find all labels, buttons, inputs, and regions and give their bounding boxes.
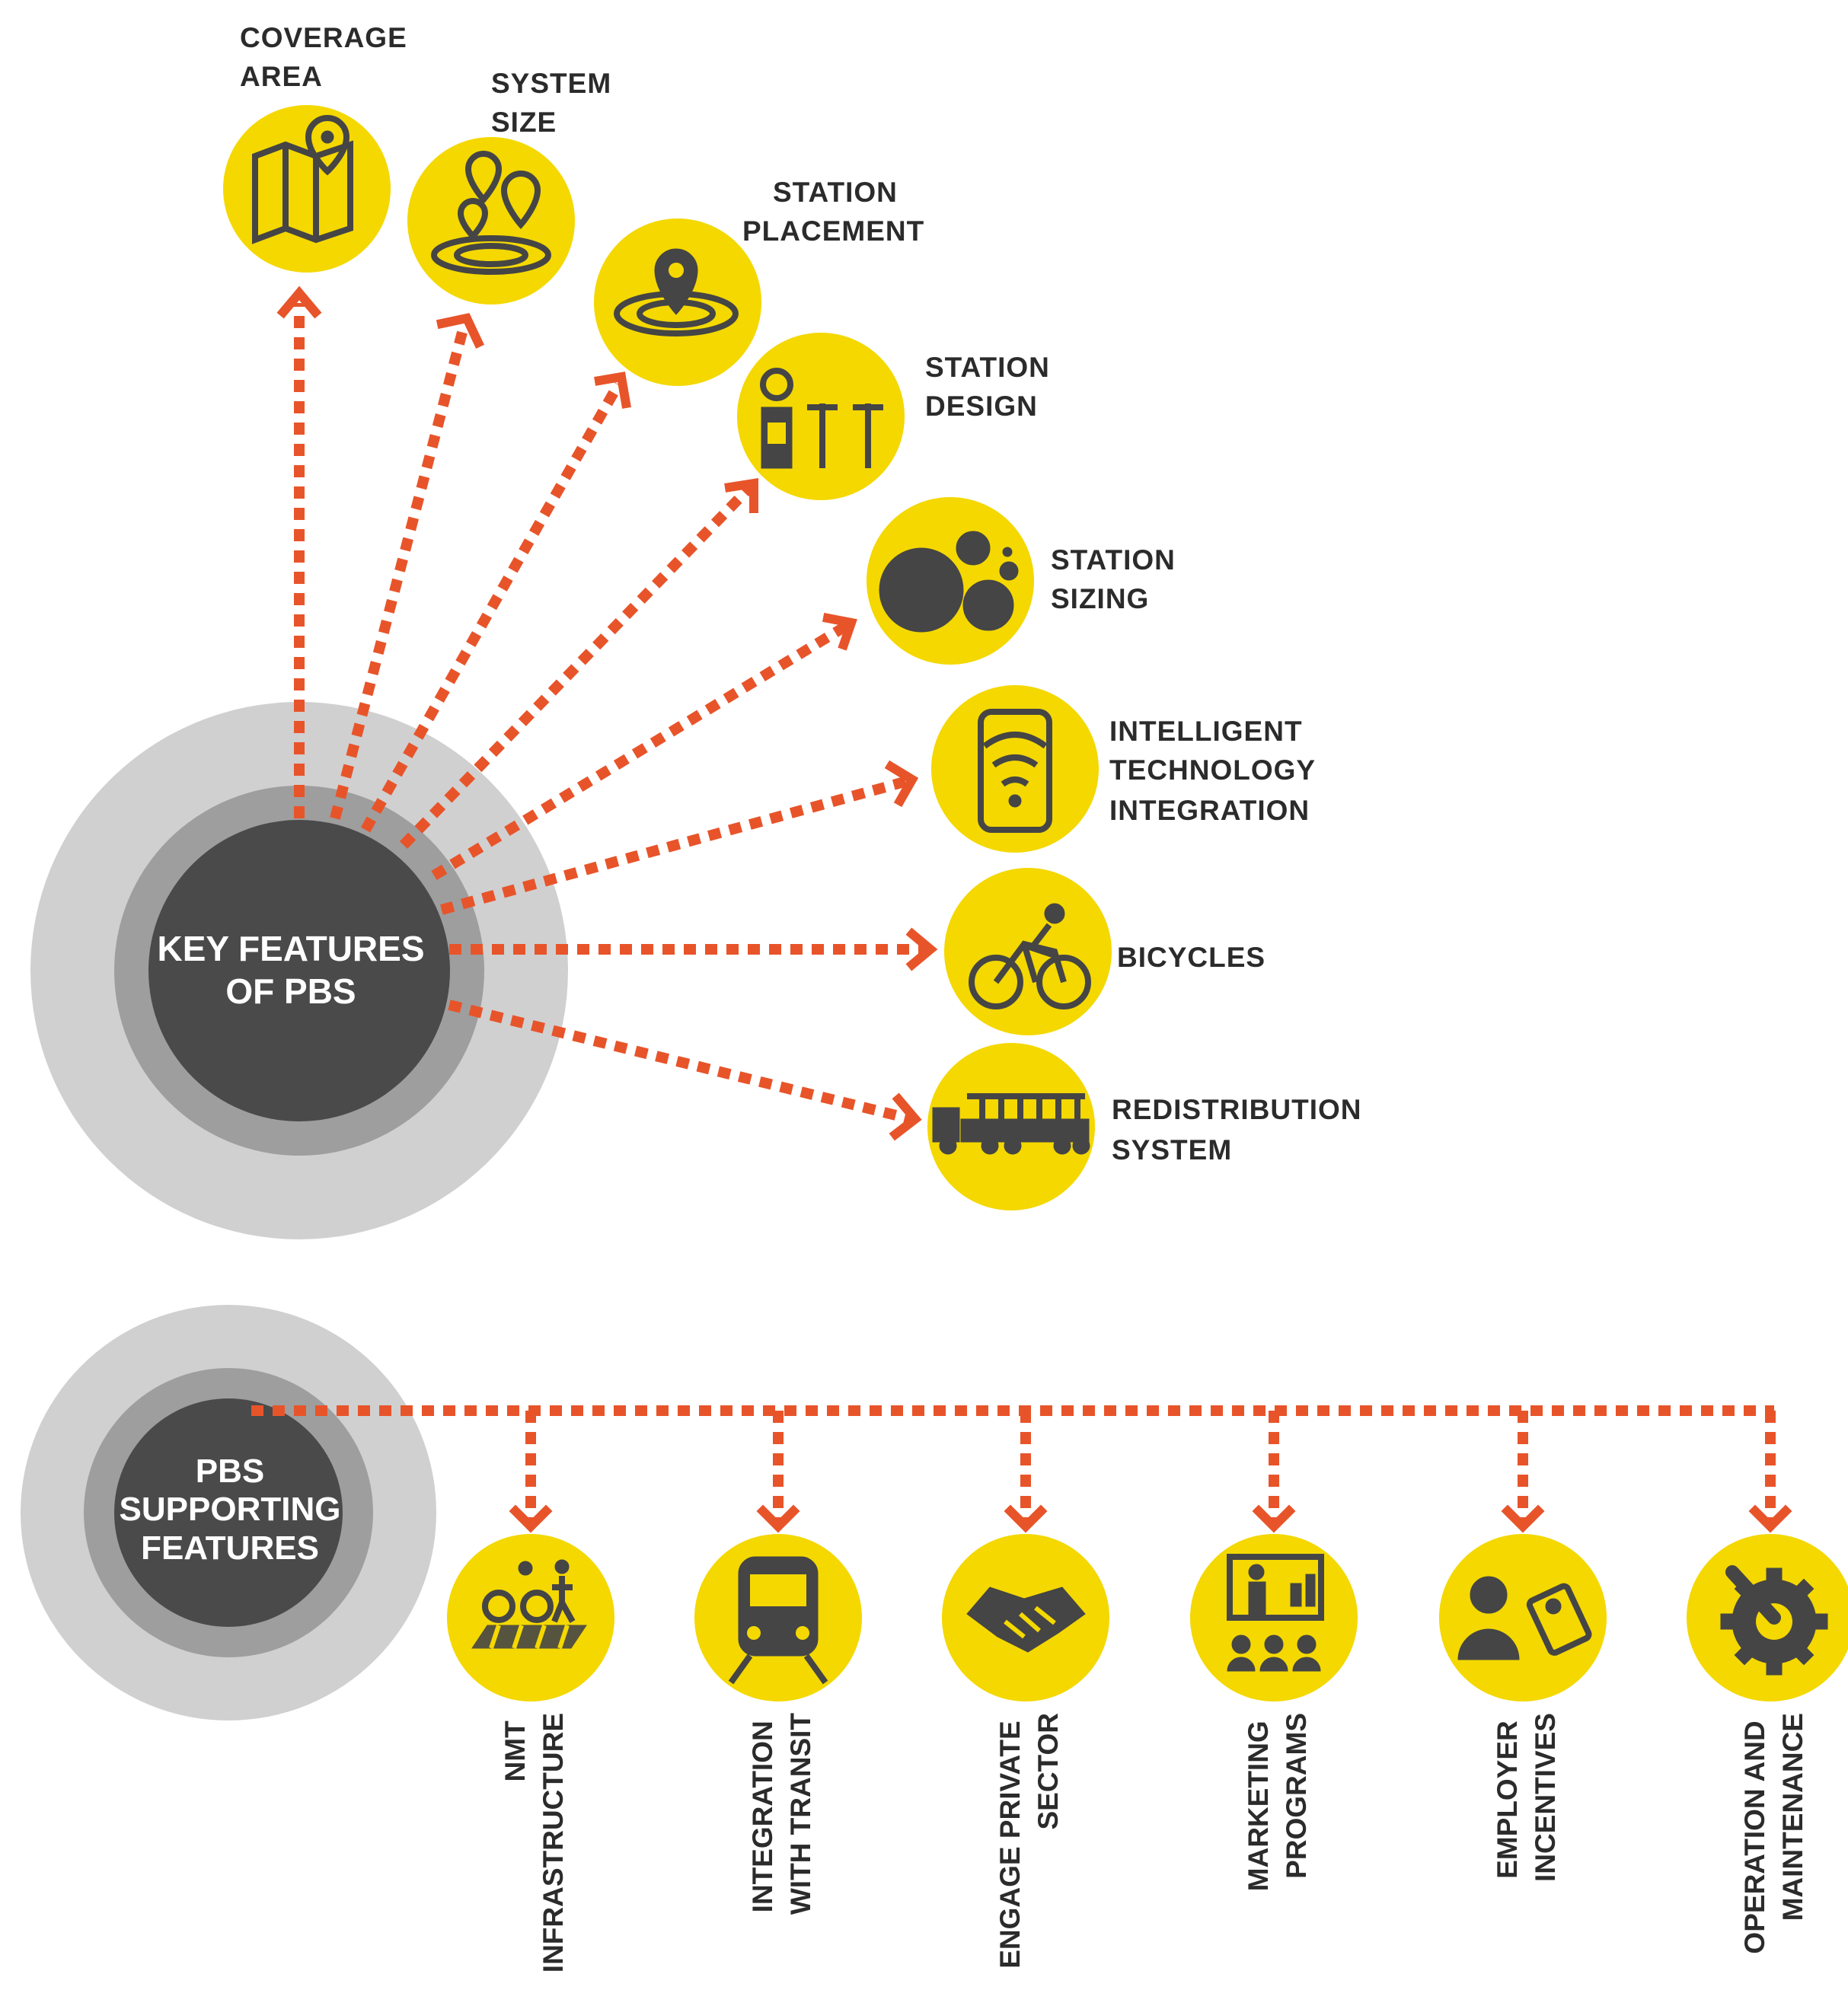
label-operation-1: OPERATION AND <box>1739 1721 1770 1953</box>
label-redistribution-2: SYSTEM <box>1112 1134 1232 1166</box>
supporting-feature-labels: NMT INFRASTRUCTURE INTEGRATION WITH TRAN… <box>500 1713 1808 1973</box>
label-intelligent-technology-1: INTELLIGENT <box>1109 716 1303 747</box>
support-hub-line1: PBS <box>196 1453 264 1490</box>
coverage-area-node <box>223 105 391 273</box>
label-station-design-1: STATION <box>925 352 1050 383</box>
multiple-pins-icon <box>431 151 551 275</box>
engage-private-sector-node <box>942 1534 1109 1701</box>
support-hub-line3: FEATURES <box>141 1529 319 1567</box>
label-station-placement-1: STATION <box>773 177 898 208</box>
label-private-2: SECTOR <box>1033 1713 1064 1830</box>
label-nmt-2: INFRASTRUCTURE <box>538 1713 569 1972</box>
key-features-hub: KEY FEATURES OF PBS <box>30 702 568 1239</box>
label-intelligent-technology-3: INTEGRATION <box>1109 795 1310 826</box>
train-icon <box>728 1556 828 1685</box>
label-transit-1: INTEGRATION <box>747 1721 778 1912</box>
cyclist-icon <box>969 903 1091 1009</box>
operation-maintenance-node <box>1687 1534 1848 1701</box>
label-employer-1: EMPLOYER <box>1492 1721 1523 1879</box>
label-coverage-area-2: AREA <box>240 61 323 92</box>
key-feature-arrows <box>276 285 938 1141</box>
supporting-feature-arrows <box>251 1405 1792 1533</box>
svg-text:EMPLOYER INCENTIVES: EMPLOYER INCENTIVES <box>1492 1713 1561 1882</box>
label-marketing-1: MARKETING <box>1243 1721 1274 1891</box>
key-feature-labels: COVERAGE AREA SYSTEM SIZE STATION PLACEM… <box>240 22 1362 1166</box>
bike-station-icon <box>760 368 883 469</box>
truck-icon <box>932 1093 1090 1155</box>
location-target-icon <box>614 248 739 336</box>
key-hub-line1: KEY FEATURES <box>157 929 424 968</box>
marketing-programs-node <box>1190 1534 1358 1701</box>
label-coverage-area-1: COVERAGE <box>240 22 407 53</box>
employer-incentives-node <box>1439 1534 1607 1701</box>
label-station-sizing-2: SIZING <box>1051 583 1149 614</box>
key-hub-line2: OF PBS <box>225 971 356 1011</box>
label-redistribution-1: REDISTRIBUTION <box>1112 1094 1362 1125</box>
nmt-infrastructure-node <box>447 1534 614 1701</box>
svg-text:MARKETING PROGRAMS: MARKETING PROGRAMS <box>1243 1713 1312 1891</box>
station-placement-node <box>594 218 761 386</box>
support-hub-line2: SUPPORTING <box>120 1491 341 1528</box>
label-private-1: ENGAGE PRIVATE <box>994 1721 1026 1969</box>
label-system-size-2: SIZE <box>491 107 557 138</box>
integration-transit-node <box>694 1534 862 1701</box>
label-station-placement-2: PLACEMENT <box>742 215 924 247</box>
system-size-node <box>407 137 575 305</box>
label-nmt-1: NMT <box>500 1721 531 1782</box>
label-station-sizing-1: STATION <box>1051 544 1176 576</box>
smartphone-wifi-icon <box>978 709 1052 833</box>
label-operation-2: MAINTENANCE <box>1777 1713 1808 1921</box>
wrench-gear-icon <box>1720 1565 1828 1676</box>
intelligent-technology-node <box>931 685 1099 853</box>
label-station-design-2: DESIGN <box>925 391 1038 422</box>
label-transit-2: WITH TRANSIT <box>785 1713 816 1915</box>
pedestrian-cyclist-icon <box>471 1559 587 1649</box>
supporting-features-hub: PBS SUPPORTING FEATURES <box>21 1305 436 1721</box>
bicycles-node <box>944 868 1112 1035</box>
svg-text:ENGAGE PRIVATE SECTOR: ENGAGE PRIVATE SECTOR <box>994 1713 1064 1969</box>
label-intelligent-technology-2: TECHNOLOGY <box>1109 754 1316 786</box>
svg-text:INTEGRATION WITH TRANSIT: INTEGRATION WITH TRANSIT <box>747 1713 816 1915</box>
label-system-size-1: SYSTEM <box>491 68 611 99</box>
map-pin-icon <box>252 115 353 244</box>
employee-card-icon <box>1457 1576 1592 1660</box>
label-employer-2: INCENTIVES <box>1530 1713 1561 1882</box>
label-bicycles: BICYCLES <box>1117 942 1266 973</box>
circles-icon <box>879 531 1019 633</box>
station-design-node <box>737 333 905 500</box>
station-sizing-node <box>867 497 1034 665</box>
handshake-icon <box>966 1587 1086 1653</box>
svg-text:OPERATION AND MAINTENANC: OPERATION AND MAINTENANCE <box>1739 1713 1808 1954</box>
svg-text:NMT INFRASTRUCTURE: NMT INFRASTRUCTURE <box>500 1713 569 1972</box>
redistribution-node <box>927 1043 1095 1210</box>
presentation-icon <box>1227 1554 1324 1672</box>
label-marketing-2: PROGRAMS <box>1281 1713 1312 1879</box>
